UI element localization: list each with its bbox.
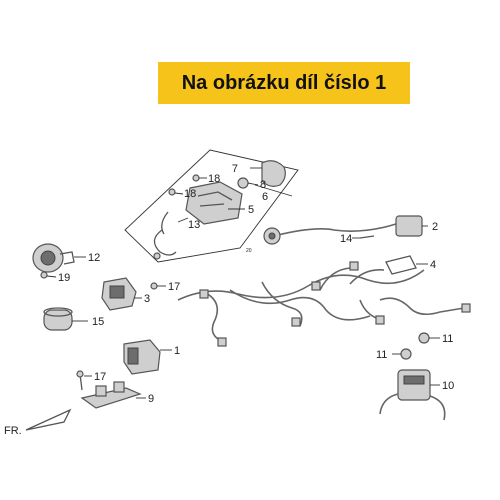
part-nut-8 (237, 177, 259, 189)
callout-18b: 18 (184, 188, 196, 200)
callout-5: 5 (248, 204, 254, 216)
callout-15: 14 (340, 233, 352, 245)
part-horn-12 (32, 243, 86, 273)
front-arrow-icon (25, 408, 72, 431)
part-number-banner: Na obrázku díl číslo 1 (158, 62, 410, 104)
part-bracket-5 (185, 181, 245, 225)
tiny-mark: 20 (246, 248, 252, 254)
callout-10: 10 (442, 380, 454, 392)
part-bracket-9 (80, 381, 146, 409)
part-screw-15 (352, 235, 375, 239)
callout-17a: 17 (168, 281, 180, 293)
callout-12: 12 (88, 252, 100, 264)
part-screw-18b (168, 188, 184, 196)
part-buzzer-13 (43, 307, 88, 331)
callout-8: 8 (260, 179, 266, 191)
callout-7: 7 (232, 163, 238, 175)
part-strap-14 (153, 211, 189, 260)
part-bolt-19 (40, 271, 57, 279)
callout-18a: 18 (208, 173, 220, 185)
part-coil-2 (263, 215, 428, 245)
part-relay-10 (379, 369, 446, 421)
callout-9: 9 (148, 393, 154, 405)
part-relay-3 (101, 277, 142, 311)
callout-19: 19 (58, 272, 70, 284)
bracket-group-outline (124, 149, 299, 263)
callout-11a: 11 (442, 333, 453, 345)
part-screw-17b (76, 370, 92, 391)
callout-2: 2 (432, 221, 438, 233)
callout-13: 15 (92, 316, 104, 328)
callout-6: 6 (262, 191, 268, 203)
callout-14: 13 (188, 219, 200, 231)
callout-3: 3 (144, 293, 150, 305)
callout-1: 1 (174, 345, 180, 357)
callout-4: 4 (430, 259, 436, 271)
front-label: FR. (4, 425, 22, 437)
part-harness-4 (177, 255, 471, 347)
part-screw-18a (192, 174, 207, 182)
part-nut-11a (418, 332, 440, 344)
callout-17b: 17 (94, 371, 106, 383)
part-nut-11b (392, 348, 412, 360)
part-screw-17a (150, 282, 166, 290)
part-regulator-1 (123, 339, 172, 375)
callout-11b: 11 (376, 349, 387, 361)
part-clip-7 (250, 160, 286, 187)
